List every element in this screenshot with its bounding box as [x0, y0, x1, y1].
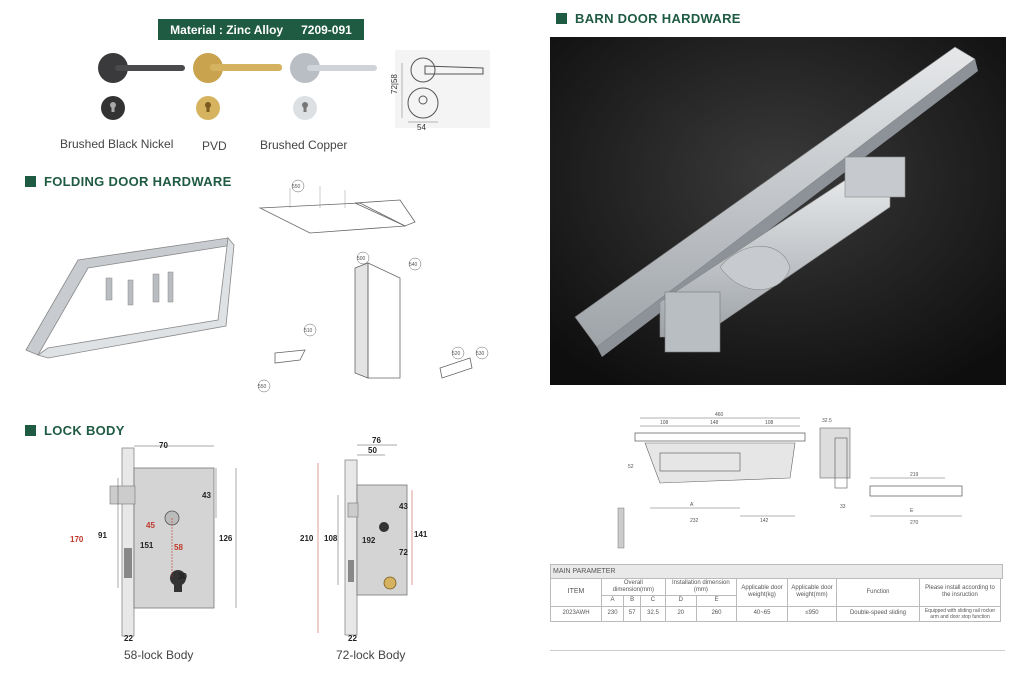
material-banner: Material : Zinc Alloy 7209-091 [158, 19, 364, 40]
barn-dim-side: 32.5 [822, 418, 832, 424]
lock72-dim-top1: 76 [372, 436, 381, 445]
barn-dim-h1: 52 [628, 464, 634, 470]
folding-label-550-top: 550 [292, 184, 301, 190]
barn-closer-photo [550, 37, 1006, 385]
param-cell-d: 20 [664, 605, 697, 622]
param-header-item: ITEM [550, 578, 602, 607]
param-sub-c: C [640, 595, 666, 607]
lock58-dim-mid: 151 [140, 541, 154, 550]
lock72-dim-left1: 210 [300, 534, 314, 543]
barn-dim-a: 108 [660, 420, 669, 426]
folding-label-530: 530 [476, 351, 485, 357]
barn-dim-c: 108 [765, 420, 774, 426]
lock72-dim-r2: 72 [399, 548, 408, 557]
lock58-dim-left-inner: 91 [98, 531, 107, 540]
lock72-caption: 72-lock Body [336, 648, 406, 662]
lock72-dim-r1: 43 [399, 502, 408, 511]
handle-black-image [98, 53, 185, 120]
param-header-function: Function [836, 578, 920, 607]
handle-chrome-image [290, 53, 377, 120]
lock72-dim-r3: 141 [414, 530, 428, 539]
lock58-dim-top: 70 [159, 441, 168, 450]
lock72-dim-top2: 50 [368, 446, 377, 455]
table-row: 2023AWH 230 57 32.5 20 260 40~65 ≤950 Do… [550, 605, 1001, 622]
section-title-barn: BARN DOOR HARDWARE [556, 11, 741, 26]
square-bullet-icon [556, 13, 567, 24]
param-cell-item: 2023AWH [550, 605, 602, 622]
param-header-door-weight-mm: Applicable door weight(mm) [787, 578, 837, 607]
barn-dim-total: 460 [715, 412, 724, 418]
barn-dim-e: E [910, 508, 914, 514]
folding-label-500: 500 [357, 256, 366, 262]
lock72-dim-bottom: 22 [348, 634, 357, 643]
barn-dim-b: 148 [710, 420, 719, 426]
param-sub-b: B [623, 595, 642, 607]
handle-finishes: 72|58 54 [98, 50, 490, 132]
lock58-dim-bottom: 22 [124, 634, 133, 643]
param-header-door-weight-kg: Applicable door weight(kg) [736, 578, 788, 607]
finish-label-copper: Brushed Copper [260, 138, 348, 152]
material-code: 7209-091 [301, 22, 352, 37]
lock-58-drawing: 70 170 91 151 43 126 45 58 30 22 [70, 441, 237, 643]
lock72-dim-left2: 108 [324, 534, 338, 543]
param-header-overall: Overall dimension(mm) [601, 577, 666, 597]
handle-dim-w: 54 [417, 123, 426, 132]
param-cell-a: 230 [600, 605, 625, 622]
param-header-install: Installation dimension (mm) [664, 577, 738, 597]
section-title-folding: FOLDING DOOR HARDWARE [25, 174, 232, 189]
barn-dim-a-label: A [690, 502, 694, 508]
folding-frame-image [25, 237, 235, 359]
param-sub-a: A [600, 595, 625, 607]
lock72-dim-mid: 192 [362, 536, 376, 545]
folding-label-520: 520 [452, 351, 461, 357]
lock58-dim-right: 126 [219, 534, 233, 543]
material-label: Material : Zinc Alloy [170, 22, 284, 37]
param-cell-w1: 40~65 [736, 605, 788, 622]
lock-72-drawing: 76 50 210 108 192 43 72 141 22 [300, 436, 428, 643]
param-cell-note: Equipped with sliding rail rocker arm an… [919, 605, 1001, 622]
param-cell-function: Double-speed sliding [836, 605, 920, 622]
square-bullet-icon [25, 176, 36, 187]
param-cell-c: 32.5 [640, 605, 666, 622]
lock58-dim-right-top: 43 [202, 491, 211, 500]
param-header-note: Please install according to the insructi… [919, 578, 1001, 607]
barn-dimension-drawing: 460 108 148 108 32.5 A 232 142 52 33 219… [617, 412, 963, 549]
param-table: ITEM Overall dimension(mm) Installation … [550, 577, 1001, 622]
param-sub-e: E [695, 595, 738, 607]
lock58-caption: 58-lock Body [124, 648, 194, 662]
folding-label-550-bottom: 550 [258, 384, 267, 390]
param-cell-b: 57 [623, 605, 642, 622]
lock58-dim-side-left: 170 [70, 535, 84, 544]
param-table-title: MAIN PARAMETER [550, 564, 1003, 579]
finish-label-black: Brushed Black Nickel [60, 137, 174, 151]
folding-exploded-drawing: 550 500 540 510 520 530 550 [257, 179, 489, 393]
barn-dim-r2: 270 [910, 520, 919, 526]
barn-dim-w2: 142 [760, 518, 769, 524]
handle-gold-image [193, 53, 282, 120]
lock58-dim-low: 30 [178, 572, 187, 581]
divider [550, 650, 1005, 651]
param-cell-e: 260 [695, 605, 738, 622]
param-cell-w2: ≤950 [787, 605, 837, 622]
lock58-dim-red1: 45 [146, 521, 155, 530]
finish-label-pvd: PVD [202, 139, 227, 153]
lock58-dim-red2: 58 [174, 543, 183, 552]
square-bullet-icon [25, 425, 36, 436]
section-title-lock: LOCK BODY [25, 423, 125, 438]
param-sub-d: D [664, 595, 697, 607]
barn-dim-h2: 33 [840, 504, 846, 510]
handle-dim-h: 72|58 [390, 74, 399, 94]
barn-dim-w1: 232 [690, 518, 699, 524]
barn-dim-r1: 219 [910, 472, 919, 478]
folding-label-510: 510 [304, 328, 313, 334]
handle-dimension-drawing [395, 50, 490, 128]
folding-label-540: 540 [409, 262, 418, 268]
